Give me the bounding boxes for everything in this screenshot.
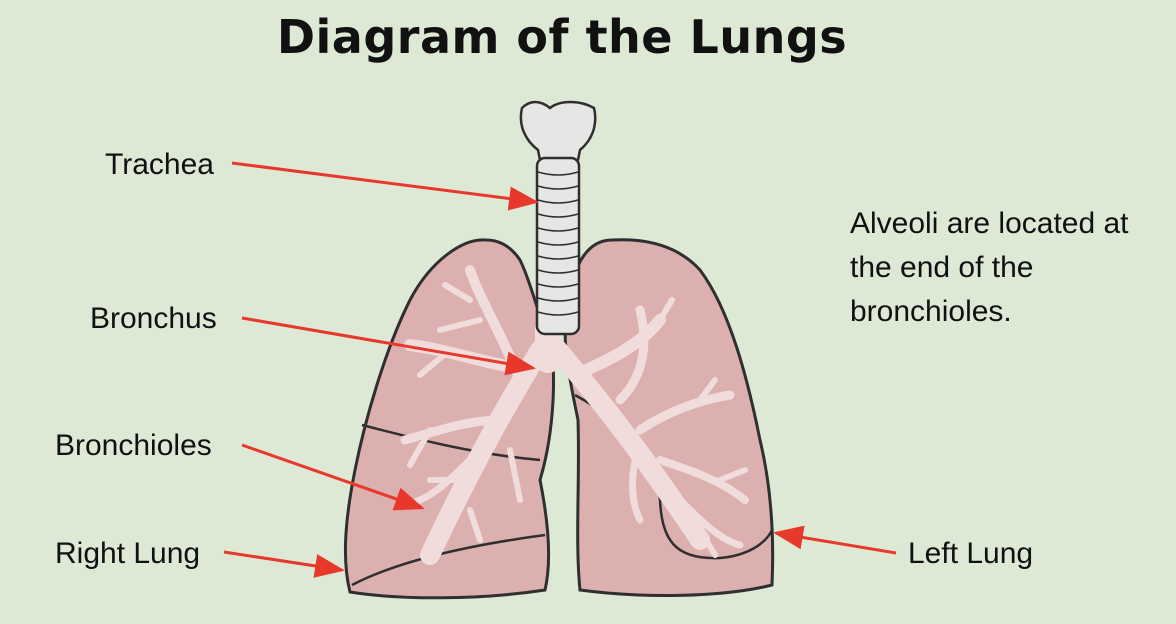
bronchioles-label: Bronchioles [55, 429, 212, 462]
right-lung-arrow [223, 550, 345, 578]
left-lung-arrow [773, 525, 897, 555]
bronchus-arrow [241, 316, 536, 376]
right-lung-label: Right Lung [55, 537, 201, 570]
trachea-arrow [231, 161, 539, 211]
left-lung-label: Left Lung [908, 537, 1034, 570]
bronchioles-arrow [241, 443, 425, 511]
right-lung [343, 238, 555, 600]
bronchus-label: Bronchus [90, 302, 217, 335]
trachea-shape [519, 100, 597, 336]
diagram-title: Diagram of the Lungs [276, 10, 848, 64]
alveoli-note: Alveoli are located at the end of the br… [850, 207, 1129, 328]
trachea-label: Trachea [105, 148, 214, 181]
